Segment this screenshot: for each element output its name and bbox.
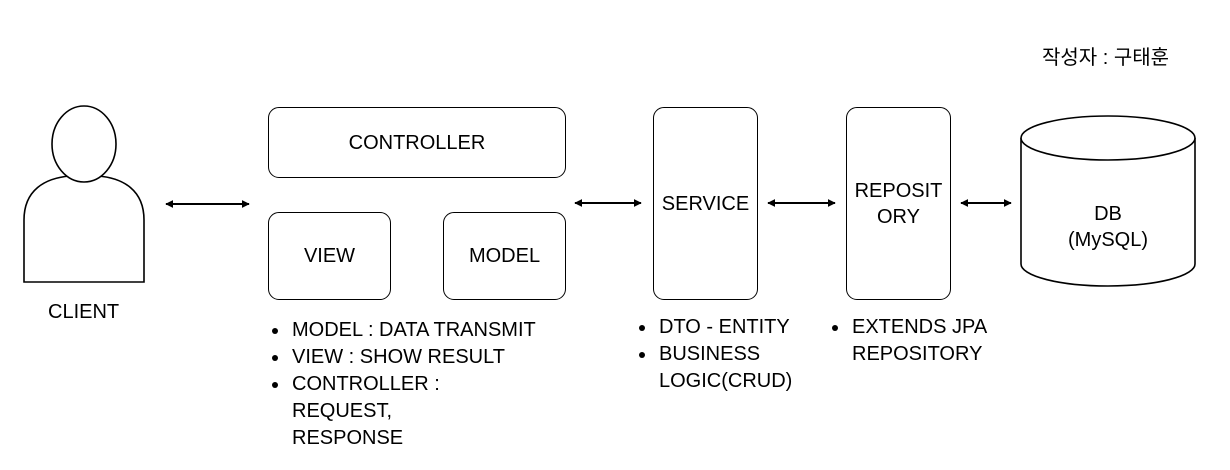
controller-notes: MODEL : DATA TRANSMIT VIEW : SHOW RESULT… — [266, 317, 570, 452]
db-label-line1: DB — [1094, 203, 1122, 225]
db-label: DB (MySQL) — [1021, 201, 1195, 253]
client-label: CLIENT — [48, 301, 120, 323]
repository-notes: EXTENDS JPA REPOSITORY — [826, 314, 1022, 368]
list-item: CONTROLLER : REQUEST, RESPONSE — [290, 371, 462, 452]
repository-box: REPOSIT ORY — [846, 107, 951, 300]
client-person-icon — [23, 105, 145, 283]
service-notes: DTO - ENTITY BUSINESS LOGIC(CRUD) — [633, 314, 829, 395]
model-box: MODEL — [443, 212, 566, 300]
view-label: VIEW — [303, 245, 356, 267]
controller-label: CONTROLLER — [348, 131, 486, 154]
list-item: BUSINESS LOGIC(CRUD) — [657, 341, 805, 395]
model-label: MODEL — [468, 245, 541, 267]
list-item: VIEW : SHOW RESULT — [290, 344, 570, 371]
repository-label: REPOSIT ORY — [854, 179, 943, 228]
list-item: MODEL : DATA TRANSMIT — [290, 317, 570, 344]
author-label: 작성자 : 구태훈 — [1042, 47, 1170, 69]
service-box: SERVICE — [653, 107, 758, 300]
view-box: VIEW — [268, 212, 391, 300]
db-cylinder — [1020, 115, 1196, 287]
list-item: EXTENDS JPA REPOSITORY — [850, 314, 1002, 368]
list-item: DTO - ENTITY — [657, 314, 829, 341]
db-label-line2: (MySQL) — [1068, 229, 1148, 251]
service-label: SERVICE — [661, 192, 750, 215]
controller-box: CONTROLLER — [268, 107, 566, 178]
